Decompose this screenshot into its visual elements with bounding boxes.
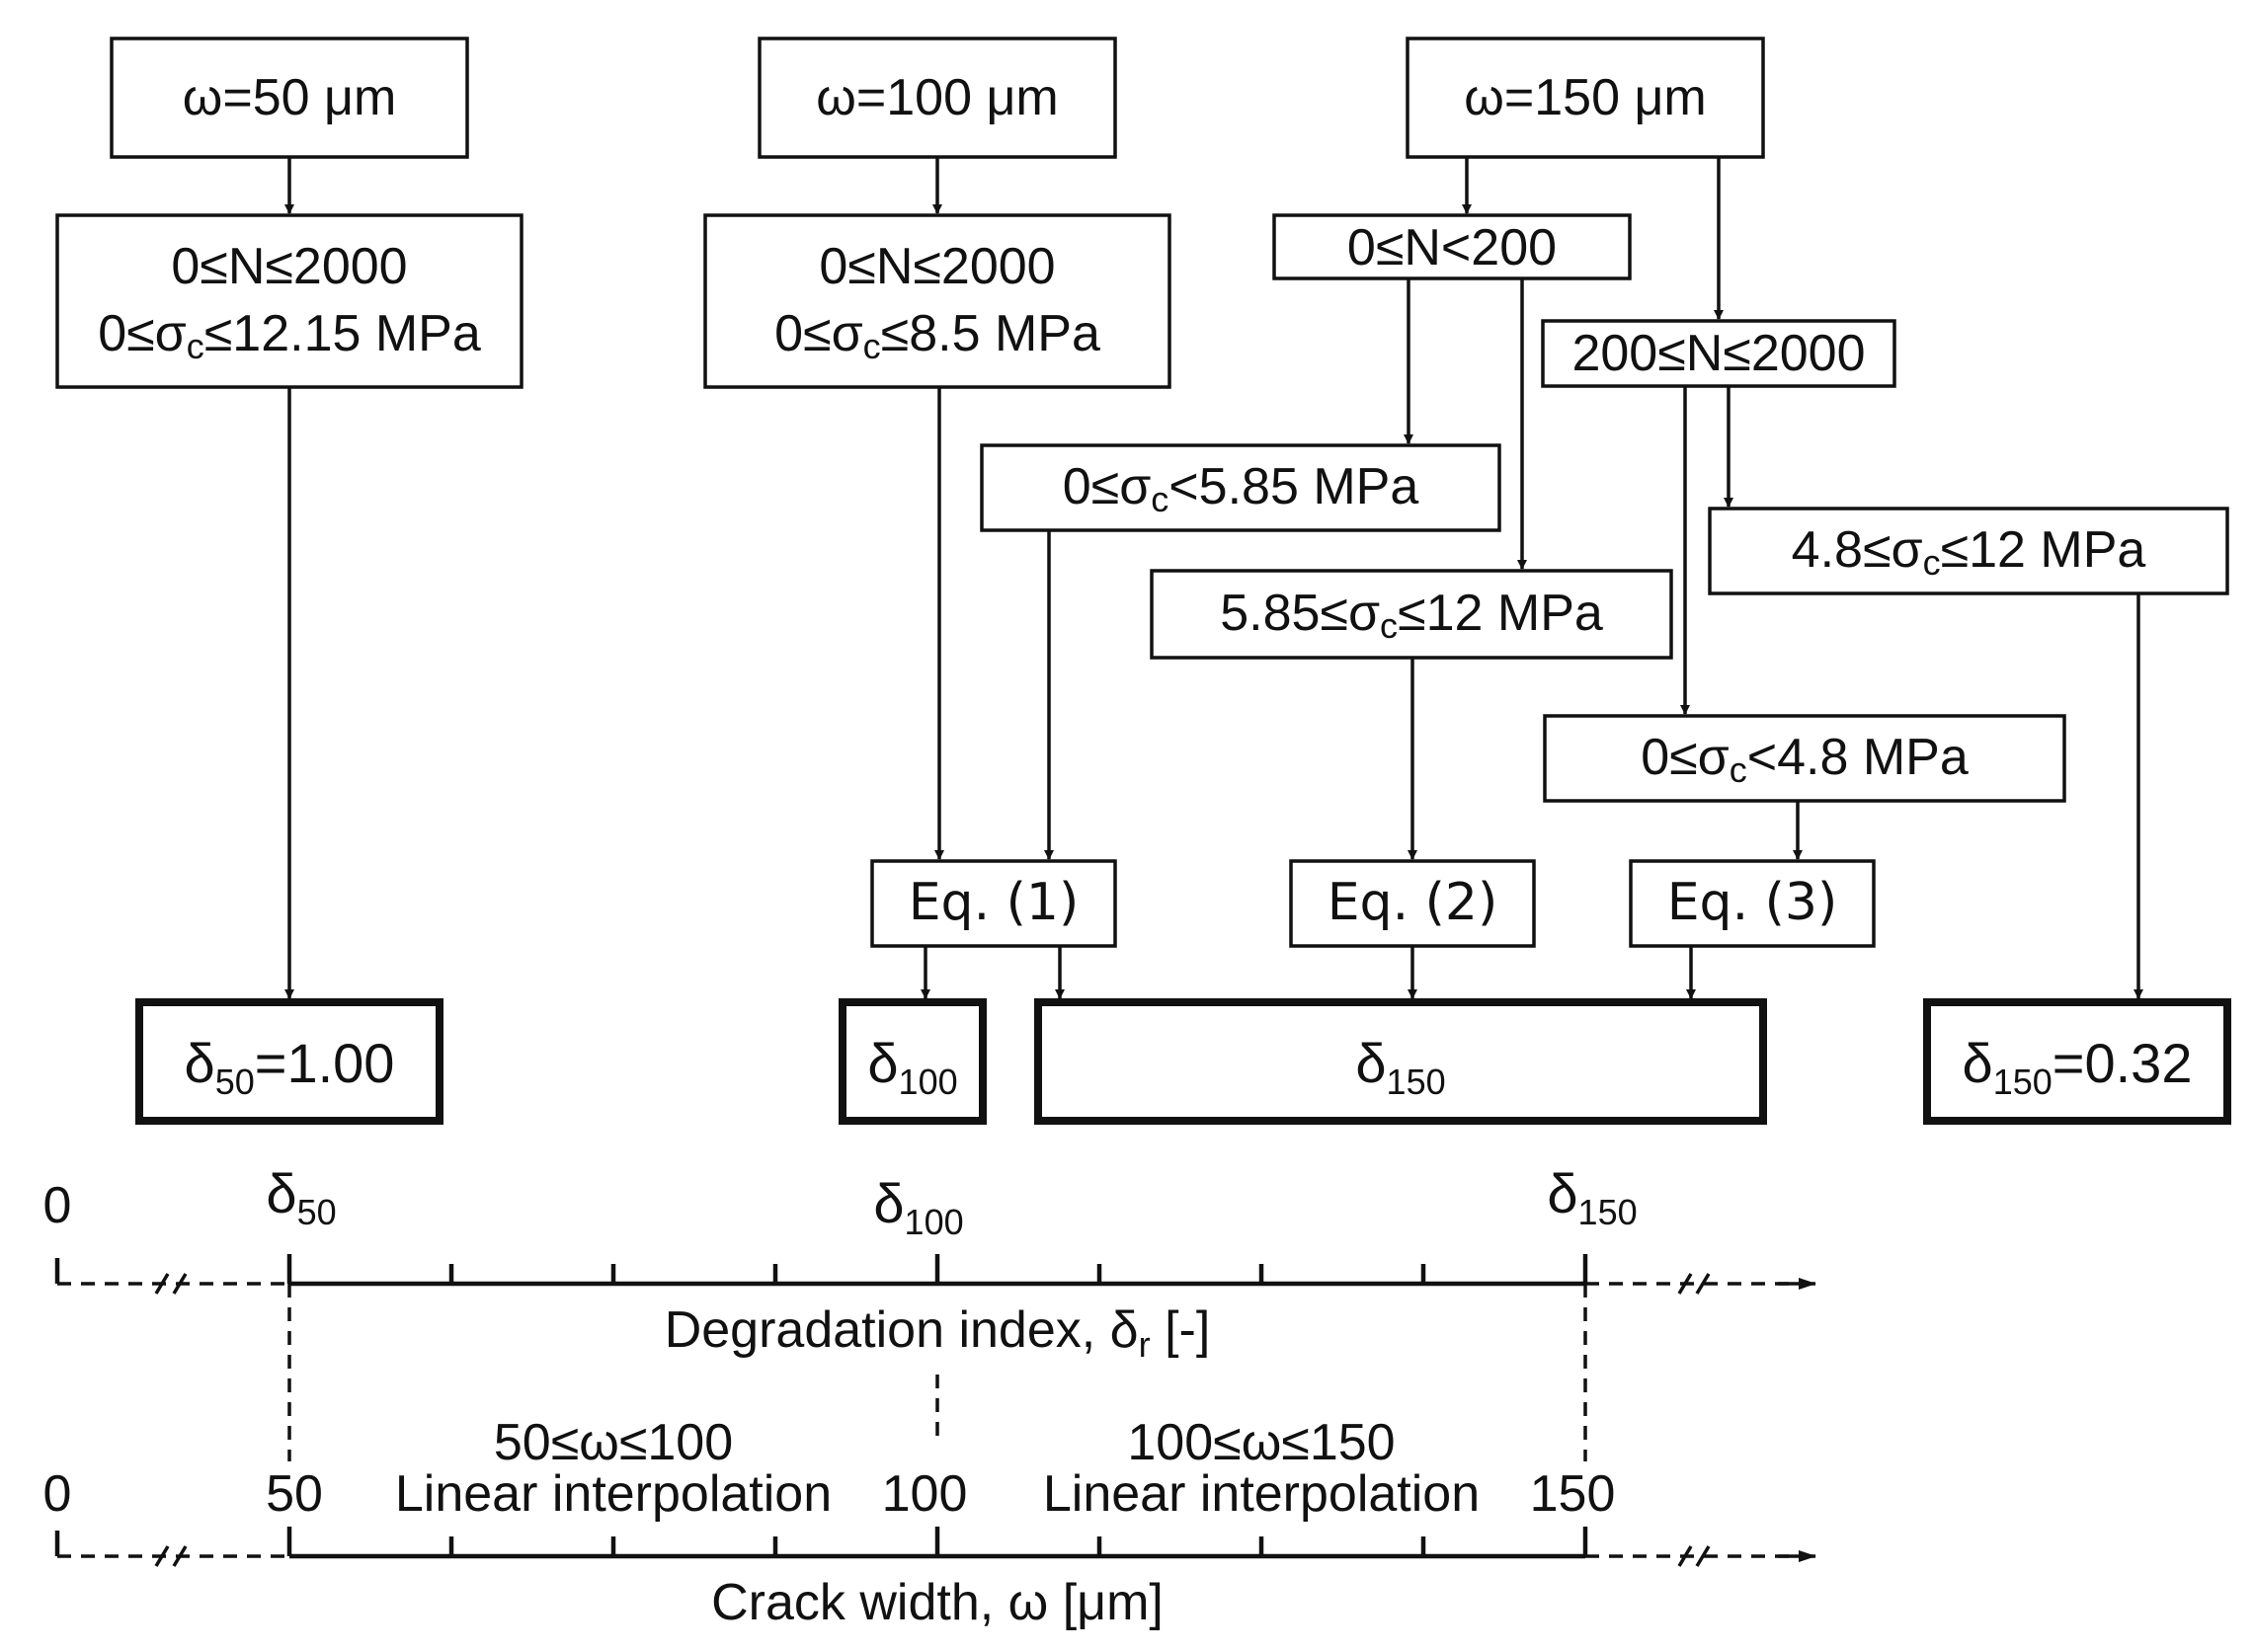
svg-text:200≤N≤2000: 200≤N≤2000 bbox=[1571, 325, 1865, 382]
guide-lines bbox=[287, 1284, 1587, 1461]
svg-text:δ150=0.32: δ150=0.32 bbox=[1963, 1032, 2193, 1102]
node-w150: ω=150 μm bbox=[1406, 37, 1765, 159]
node-s-low200: 0≤σc<4.8 MPa bbox=[1543, 714, 2066, 803]
result-d150: δ150 bbox=[1034, 998, 1767, 1125]
svg-text:0≤N<200: 0≤N<200 bbox=[1347, 219, 1557, 276]
svg-text:0≤σc≤12.15 MPa: 0≤σc≤12.15 MPa bbox=[98, 305, 481, 366]
axis-top-d50: δ50 bbox=[266, 1162, 336, 1232]
svg-text:4.8≤σc≤12 MPa: 4.8≤σc≤12 MPa bbox=[1792, 521, 2146, 583]
svg-text:Eq. (3): Eq. (3) bbox=[1667, 873, 1838, 932]
result-d50: δ50=1.00 bbox=[135, 998, 443, 1125]
node-cond50: 0≤N≤2000 0≤σc≤12.15 MPa bbox=[55, 213, 523, 389]
axis-top-label: Degradation index, δr [-] bbox=[665, 1301, 1211, 1365]
range-label-2: 100≤ω≤150 bbox=[1127, 1414, 1395, 1471]
svg-text:ω=150 μm: ω=150 μm bbox=[1464, 69, 1706, 126]
axis-degradation: 0 δ50 δ100 δ150 Degradation index, δr [-… bbox=[43, 1162, 1816, 1365]
axis-bottom-50: 50 bbox=[266, 1465, 323, 1523]
svg-text:5.85≤σc≤12 MPa: 5.85≤σc≤12 MPa bbox=[1220, 585, 1603, 646]
axis-bottom-label: Crack width, ω [μm] bbox=[711, 1574, 1164, 1631]
svg-text:0≤N≤2000: 0≤N≤2000 bbox=[171, 238, 407, 295]
node-eq3: Eq. (3) bbox=[1629, 859, 1876, 948]
svg-text:ω=100 μm: ω=100 μm bbox=[816, 69, 1058, 126]
connectors bbox=[284, 157, 2143, 999]
svg-text:0≤N≤2000: 0≤N≤2000 bbox=[819, 238, 1055, 295]
axis-bottom-zero: 0 bbox=[43, 1465, 72, 1523]
axis-top-d150: δ150 bbox=[1547, 1162, 1637, 1232]
axis-top-zero: 0 bbox=[43, 1177, 72, 1234]
node-s-high200: 4.8≤σc≤12 MPa bbox=[1708, 507, 2229, 595]
svg-text:δ150: δ150 bbox=[1355, 1032, 1445, 1102]
svg-text:0≤σc<4.8 MPa: 0≤σc<4.8 MPa bbox=[1641, 729, 1969, 790]
svg-text:0≤σc<5.85 MPa: 0≤σc<5.85 MPa bbox=[1063, 458, 1419, 519]
node-eq1: Eq. (1) bbox=[870, 859, 1117, 948]
result-d100: δ100 bbox=[839, 998, 987, 1125]
axis-bottom-100: 100 bbox=[882, 1465, 968, 1523]
interp-label-1: Linear interpolation bbox=[395, 1465, 832, 1523]
svg-text:Eq. (2): Eq. (2) bbox=[1328, 873, 1498, 932]
svg-text:0≤σc≤8.5 MPa: 0≤σc≤8.5 MPa bbox=[774, 305, 1100, 366]
axis-crack-width: 50≤ω≤100 100≤ω≤150 0 50 Linear interpola… bbox=[43, 1414, 1816, 1631]
node-n-low: 0≤N<200 bbox=[1272, 213, 1632, 280]
node-w100: ω=100 μm bbox=[758, 37, 1117, 159]
axis-bottom-150: 150 bbox=[1530, 1465, 1616, 1523]
result-d150-const: δ150=0.32 bbox=[1923, 998, 2231, 1125]
node-cond100: 0≤N≤2000 0≤σc≤8.5 MPa bbox=[703, 213, 1171, 389]
svg-text:δ100: δ100 bbox=[867, 1032, 957, 1102]
interp-label-2: Linear interpolation bbox=[1043, 1465, 1480, 1523]
axis-top-ticks bbox=[286, 1254, 1588, 1284]
node-eq2: Eq. (2) bbox=[1289, 859, 1536, 948]
node-w50: ω=50 μm bbox=[110, 37, 469, 159]
node-n-high: 200≤N≤2000 bbox=[1541, 319, 1896, 388]
svg-text:Eq. (1): Eq. (1) bbox=[909, 873, 1080, 932]
axis-top-d100: δ100 bbox=[873, 1172, 963, 1242]
axis-bottom-ticks bbox=[286, 1527, 1588, 1556]
svg-text:ω=50 μm: ω=50 μm bbox=[183, 69, 397, 126]
node-s-high150: 5.85≤σc≤12 MPa bbox=[1150, 569, 1673, 660]
node-s-low150: 0≤σc<5.85 MPa bbox=[980, 443, 1501, 532]
range-label-1: 50≤ω≤100 bbox=[494, 1414, 733, 1471]
svg-text:δ50=1.00: δ50=1.00 bbox=[185, 1032, 395, 1102]
